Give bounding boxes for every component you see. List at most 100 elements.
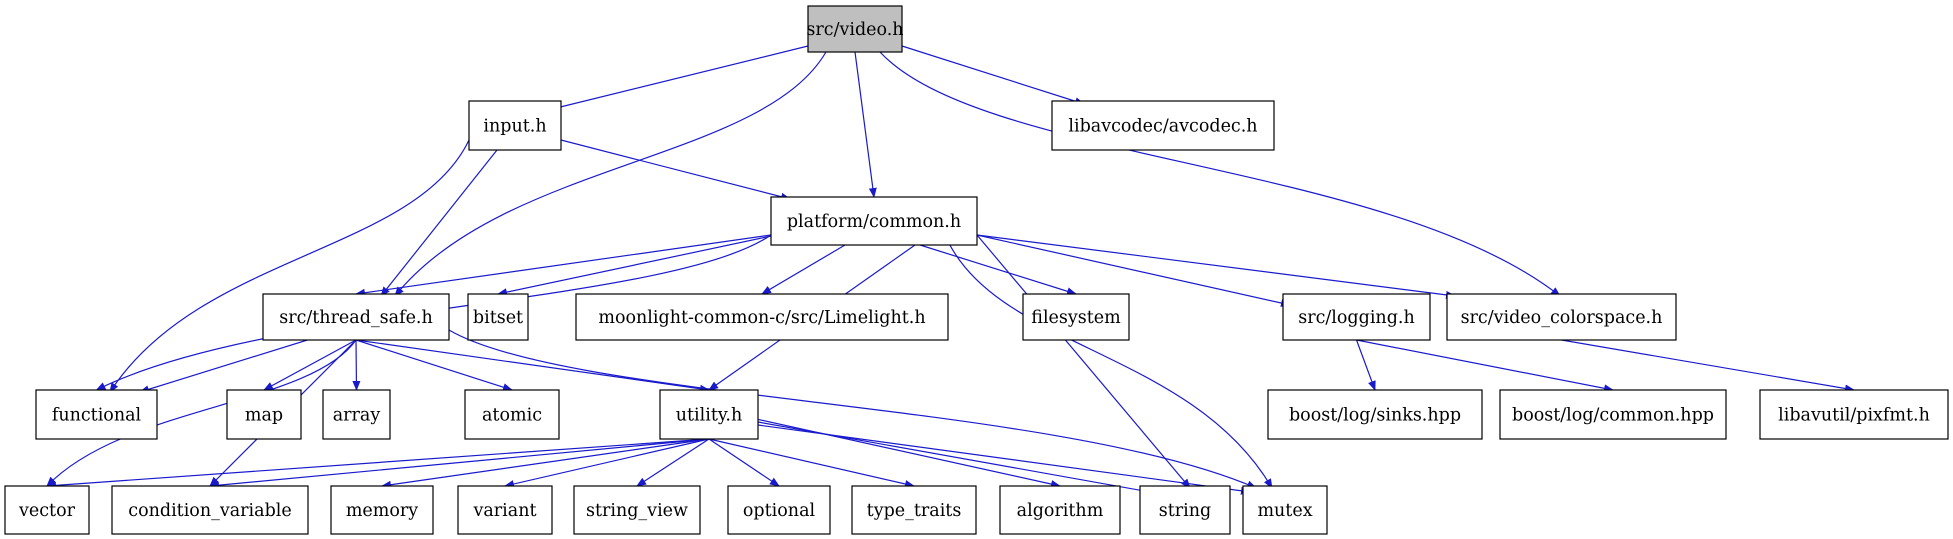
node-variant[interactable]: variant <box>457 485 553 535</box>
edge-utility-to-variant <box>504 438 710 488</box>
node-label: vector <box>18 501 76 521</box>
node-label: boost/log/sinks.hpp <box>1289 406 1461 426</box>
node-box <box>573 485 701 535</box>
node-algorithm[interactable]: algorithm <box>999 485 1121 535</box>
node-vector[interactable]: vector <box>4 485 90 535</box>
node-box <box>262 293 450 341</box>
edge-video-to-thread_safe <box>394 51 827 297</box>
node-label: src/video_colorspace.h <box>1461 308 1663 328</box>
edge-thread_safe-to-utility <box>355 339 710 393</box>
node-box <box>851 485 977 535</box>
node-bitset[interactable]: bitset <box>467 293 529 341</box>
edge-arrow <box>504 438 710 488</box>
edge-common-to-string <box>976 234 1191 489</box>
node-label: string <box>1159 501 1211 521</box>
edge-input-to-common <box>560 139 791 201</box>
node-box <box>464 389 560 440</box>
node-thread-safe[interactable]: src/thread_safe.h <box>262 293 450 341</box>
node-video[interactable]: src/video.h <box>806 5 904 53</box>
node-label: algorithm <box>1017 501 1104 521</box>
node-string[interactable]: string <box>1139 485 1231 535</box>
edge-arrow <box>46 339 357 487</box>
node-label: utility.h <box>676 406 743 426</box>
node-logcommon[interactable]: boost/log/common.hpp <box>1499 389 1727 440</box>
node-label: filesystem <box>1031 308 1121 328</box>
node-box <box>1282 293 1431 341</box>
node-box <box>457 485 553 535</box>
node-label: mutex <box>1257 501 1312 521</box>
node-limelight[interactable]: moonlight-common-c/src/Limelight.h <box>575 293 949 341</box>
node-type-traits[interactable]: type_traits <box>851 485 977 535</box>
node-filesystem[interactable]: filesystem <box>1022 293 1130 341</box>
node-mutex[interactable]: mutex <box>1242 485 1328 535</box>
edge-arrow <box>560 139 791 201</box>
node-sinks[interactable]: boost/log/sinks.hpp <box>1267 389 1483 440</box>
node-box <box>322 389 391 440</box>
edge-utility-to-memory <box>381 438 710 489</box>
edge-arrow <box>380 149 498 297</box>
edge-arrow <box>944 234 1273 489</box>
node-box <box>999 485 1121 535</box>
edge-thread_safe-to-vector <box>46 339 357 487</box>
edge-arrow <box>355 339 513 392</box>
edge-arrow <box>497 234 777 297</box>
node-logging[interactable]: src/logging.h <box>1282 293 1431 341</box>
edge-arrow <box>95 234 772 391</box>
node-box <box>1242 485 1328 535</box>
node-label: moonlight-common-c/src/Limelight.h <box>598 308 925 328</box>
node-label: libavcodec/avcodec.h <box>1068 117 1257 137</box>
node-atomic[interactable]: atomic <box>464 389 560 440</box>
node-label: src/logging.h <box>1298 308 1414 328</box>
edge-common-to-bitset <box>497 234 777 297</box>
edge-arrow <box>209 438 710 490</box>
edge-video-to-input <box>539 45 809 114</box>
node-avcodec[interactable]: libavcodec/avcodec.h <box>1051 100 1275 151</box>
edge-arrow <box>636 438 710 487</box>
node-box <box>1139 485 1231 535</box>
node-condvar[interactable]: condition_variable <box>111 485 309 535</box>
node-label: optional <box>743 501 816 521</box>
node-box <box>770 196 978 246</box>
edge-arrow <box>1356 339 1614 393</box>
edge-arrow <box>1355 339 1376 391</box>
edge-arrow <box>976 234 1456 299</box>
node-array[interactable]: array <box>322 389 391 440</box>
edge-utility-to-algorithm <box>757 418 1061 488</box>
edge-arrow <box>109 139 470 393</box>
edge-arrow <box>708 438 780 487</box>
edge-arrow <box>854 51 877 198</box>
node-box <box>468 100 562 151</box>
node-utility[interactable]: utility.h <box>659 389 759 440</box>
node-box <box>807 5 903 53</box>
node-colorspace[interactable]: src/video_colorspace.h <box>1446 293 1677 341</box>
edge-arrow <box>539 45 809 114</box>
node-pixfmt[interactable]: libavutil/pixfmt.h <box>1759 389 1949 440</box>
node-label: functional <box>52 406 142 426</box>
edge-video-to-colorspace <box>879 51 1561 297</box>
node-optional[interactable]: optional <box>727 485 831 535</box>
edge-thread_safe-to-map <box>263 339 357 391</box>
edge-common-to-thread_safe <box>355 234 772 297</box>
node-functional[interactable]: functional <box>35 389 158 440</box>
edge-common-to-mutex <box>944 234 1273 489</box>
node-box <box>659 389 759 440</box>
node-string-view[interactable]: string_view <box>573 485 701 535</box>
node-common[interactable]: platform/common.h <box>770 196 978 246</box>
edge-arrow <box>1561 339 1855 393</box>
edge-thread_safe-to-mutex <box>448 329 1257 489</box>
edge-logging-to-sinks <box>1355 339 1376 391</box>
edge-thread_safe-to-atomic <box>355 339 513 392</box>
edge-video-to-avcodec <box>901 45 1085 106</box>
node-input[interactable]: input.h <box>468 100 562 151</box>
node-map[interactable]: map <box>226 389 302 440</box>
edge-common-to-functional <box>95 234 772 391</box>
edge-video-to-common <box>854 51 877 198</box>
edge-utility-to-vector <box>46 438 710 490</box>
edge-arrow <box>901 45 1085 106</box>
edge-arrow <box>708 438 915 488</box>
node-label: memory <box>346 501 418 521</box>
edge-arrow <box>263 339 357 391</box>
edge-arrow <box>757 421 1151 495</box>
edge-arrow <box>355 234 772 297</box>
node-memory[interactable]: memory <box>330 485 434 535</box>
